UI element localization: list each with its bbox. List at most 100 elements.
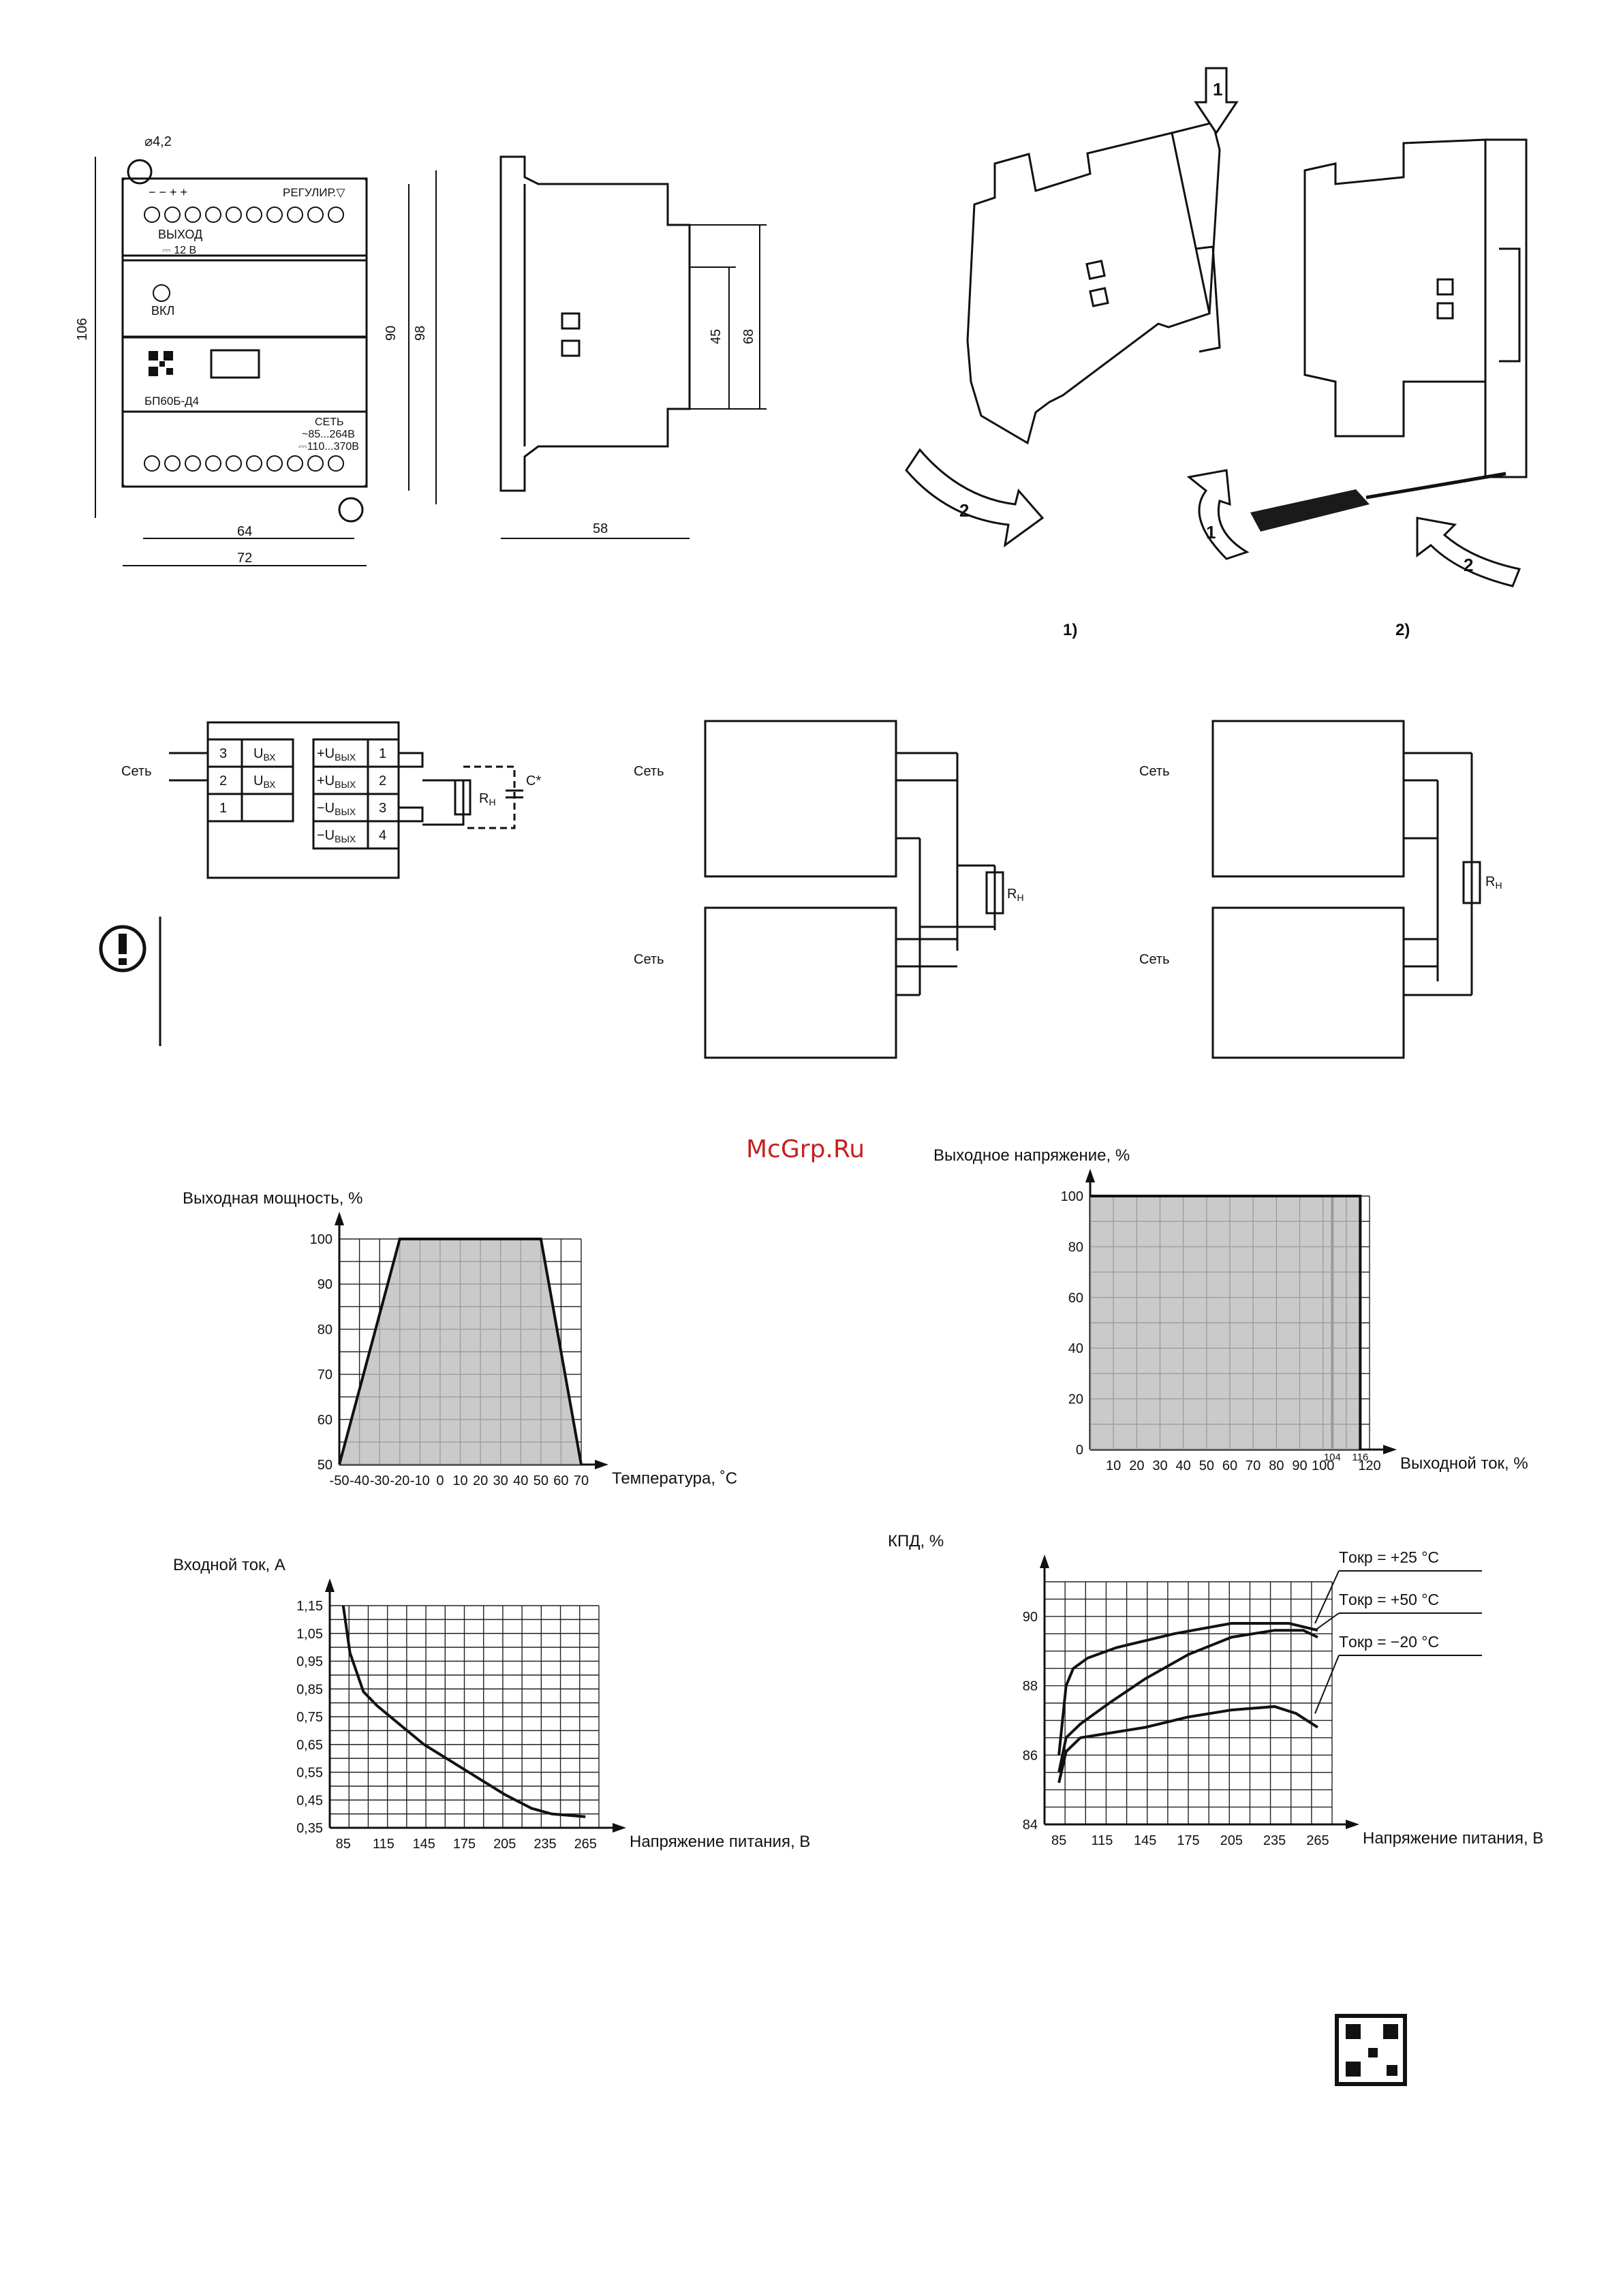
terminal-screws-top <box>144 206 344 223</box>
x-tick-label: -30 <box>370 1473 390 1488</box>
legend-leader <box>1314 1570 1340 1624</box>
x-tick-label: 40 <box>1176 1458 1191 1473</box>
y-axis-arrow <box>1040 1555 1049 1568</box>
y-tick-label: 80 <box>1068 1240 1083 1255</box>
uin-2: UВХ <box>253 774 276 790</box>
x-tick-label: 205 <box>1220 1833 1243 1848</box>
x-tick-label: 115 <box>373 1837 395 1852</box>
y-tick-label: 100 <box>1061 1189 1083 1204</box>
y-tick-label: 100 <box>310 1232 333 1247</box>
step-2b-label: 2 <box>1464 555 1473 575</box>
series-line <box>1090 1195 1362 1450</box>
dim-98: 98 <box>413 326 428 341</box>
y-tick-label: 0,45 <box>296 1793 323 1808</box>
side-view-drawing <box>499 155 767 539</box>
screwdriver-shaft <box>1365 472 1506 500</box>
x-tick-label: -10 <box>410 1473 430 1488</box>
y-tick-label: 0,95 <box>296 1655 323 1670</box>
x-tick-label: 90 <box>1292 1458 1307 1473</box>
y-tick-label: 1,05 <box>296 1627 323 1642</box>
regulator-label: РЕГУЛИР.▽ <box>283 186 345 199</box>
warning-icon <box>99 917 161 1046</box>
x-tick-label: 40 <box>513 1473 528 1488</box>
cap-label: C* <box>526 774 541 789</box>
y-tick-label: 84 <box>1023 1818 1038 1833</box>
t-out-3: 3 <box>379 801 386 816</box>
x-tick-label: 145 <box>413 1837 435 1852</box>
hole-label: ⌀4,2 <box>144 134 172 149</box>
t-3: 3 <box>219 746 227 761</box>
x-tick-label: 235 <box>534 1837 556 1852</box>
net-label-1: Сеть <box>121 764 151 779</box>
y-tick-label: 0,55 <box>296 1766 323 1781</box>
network-label: СЕТЬ <box>315 416 344 428</box>
watermark: McGrp.Ru <box>746 1135 865 1163</box>
diagram-parallel <box>704 720 1004 1059</box>
step-2-label: 2 <box>959 500 969 521</box>
front-view-drawing <box>95 157 437 566</box>
terminal-screws-bottom <box>144 455 344 472</box>
output-voltage: ⎓ 12 В <box>162 245 196 256</box>
x-mark-label: 104 <box>1324 1452 1341 1463</box>
rload-2: RН <box>1007 887 1024 903</box>
y-tick-label: 88 <box>1023 1679 1038 1694</box>
dim-64: 64 <box>237 524 252 539</box>
uout-4: −UВЫХ <box>317 828 356 844</box>
technical-drawing: ⌀4,2 − − + + РЕГУЛИР.▽ ВЫХОД ⎓ 12 В ВКЛ … <box>75 67 1528 639</box>
x-axis-arrow <box>595 1460 608 1469</box>
y-tick-label: 1,15 <box>296 1599 323 1614</box>
y-tick-label: 40 <box>1068 1341 1083 1356</box>
output-label: ВЫХОД <box>158 228 202 241</box>
dim-58: 58 <box>593 521 608 536</box>
qr-small <box>149 351 173 376</box>
x-tick-label: 60 <box>553 1473 568 1488</box>
x-tick-label: 50 <box>534 1473 548 1488</box>
y-axis-title: КПД, % <box>888 1532 944 1550</box>
x-tick-label: -50 <box>330 1473 350 1488</box>
dim-90: 90 <box>384 326 399 341</box>
series-line <box>1057 1622 1318 1756</box>
x-axis-title: Напряжение питания, В <box>1363 1829 1543 1848</box>
y-axis-arrow <box>335 1212 344 1225</box>
x-tick-label: 20 <box>1129 1458 1144 1473</box>
y-tick-label: 0,65 <box>296 1738 323 1753</box>
series-area <box>339 1239 581 1465</box>
dim-45: 45 <box>709 329 724 344</box>
x-axis-arrow <box>1346 1820 1359 1829</box>
y-tick-label: 0,85 <box>296 1682 323 1697</box>
mounting-figure-1 <box>966 121 1221 445</box>
y-tick-label: 0,35 <box>296 1821 323 1836</box>
arrow-2-push <box>1416 517 1521 587</box>
x-tick-label: 145 <box>1134 1833 1156 1848</box>
x-tick-label: 85 <box>1051 1833 1066 1848</box>
x-tick-label: 120 <box>1358 1458 1380 1473</box>
y-axis-title: Выходная мощность, % <box>183 1189 362 1208</box>
figure-1-label: 1) <box>1063 621 1077 639</box>
rload-1: RН <box>479 791 496 808</box>
dim-106: 106 <box>75 318 90 341</box>
x-tick-label: 80 <box>1269 1458 1284 1473</box>
x-mark-label: 116 <box>1352 1452 1368 1463</box>
step-1b-label: 1 <box>1206 522 1216 542</box>
x-axis-arrow <box>1383 1445 1397 1454</box>
y-axis-title: Входной ток, А <box>173 1556 285 1574</box>
x-tick-label: 265 <box>1306 1833 1329 1848</box>
y-tick-label: 70 <box>318 1368 333 1383</box>
y-tick-label: 80 <box>318 1322 333 1337</box>
x-tick-label: 0 <box>436 1473 444 1488</box>
y-tick-label: 60 <box>318 1413 333 1428</box>
legend-leader <box>1314 1655 1340 1714</box>
uin-3: UВХ <box>253 746 276 763</box>
screwdriver-icon <box>1250 489 1370 532</box>
x-axis-arrow <box>613 1823 626 1833</box>
y-axis-arrow <box>1085 1169 1095 1182</box>
x-tick-label: 10 <box>452 1473 467 1488</box>
t-out-1: 1 <box>379 746 386 761</box>
x-tick-label: 85 <box>336 1837 351 1852</box>
rload-3: RН <box>1485 874 1502 891</box>
x-tick-label: 235 <box>1263 1833 1286 1848</box>
figure-2-label: 2) <box>1395 621 1410 639</box>
x-tick-label: 205 <box>493 1837 516 1852</box>
